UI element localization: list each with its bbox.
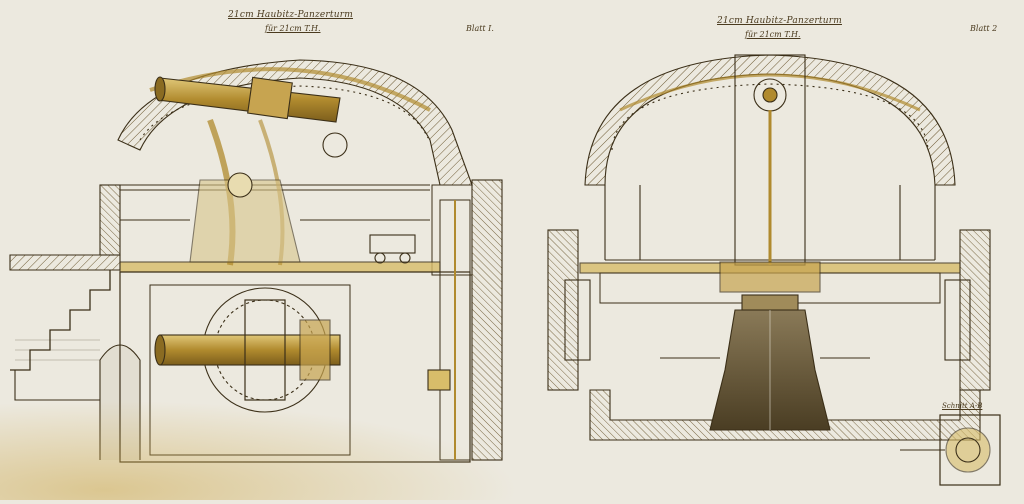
sheet2-sheet-label: Blatt 2 <box>970 24 998 33</box>
sheet2-subtitle: für 21cm T.H. <box>745 30 801 39</box>
section-ab-inset <box>900 414 1001 486</box>
sheet1-plan-barrel <box>154 287 341 413</box>
sheet2-pedestal <box>709 294 831 431</box>
sheet2-title: 21cm Haubitz-Panzerturm <box>717 16 842 26</box>
sheet1-section-view <box>9 59 503 463</box>
sheet1-subtitle: für 21cm T.H. <box>265 24 321 33</box>
sheet2-section-view <box>547 54 1001 486</box>
sheet1-title: 21cm Haubitz-Panzerturm <box>228 10 353 20</box>
sheet1-sheet-label: Blatt I. <box>466 24 494 33</box>
section-ab-label: Schnitt A-B <box>942 402 983 410</box>
sheet1-howitzer-barrel <box>154 76 341 123</box>
